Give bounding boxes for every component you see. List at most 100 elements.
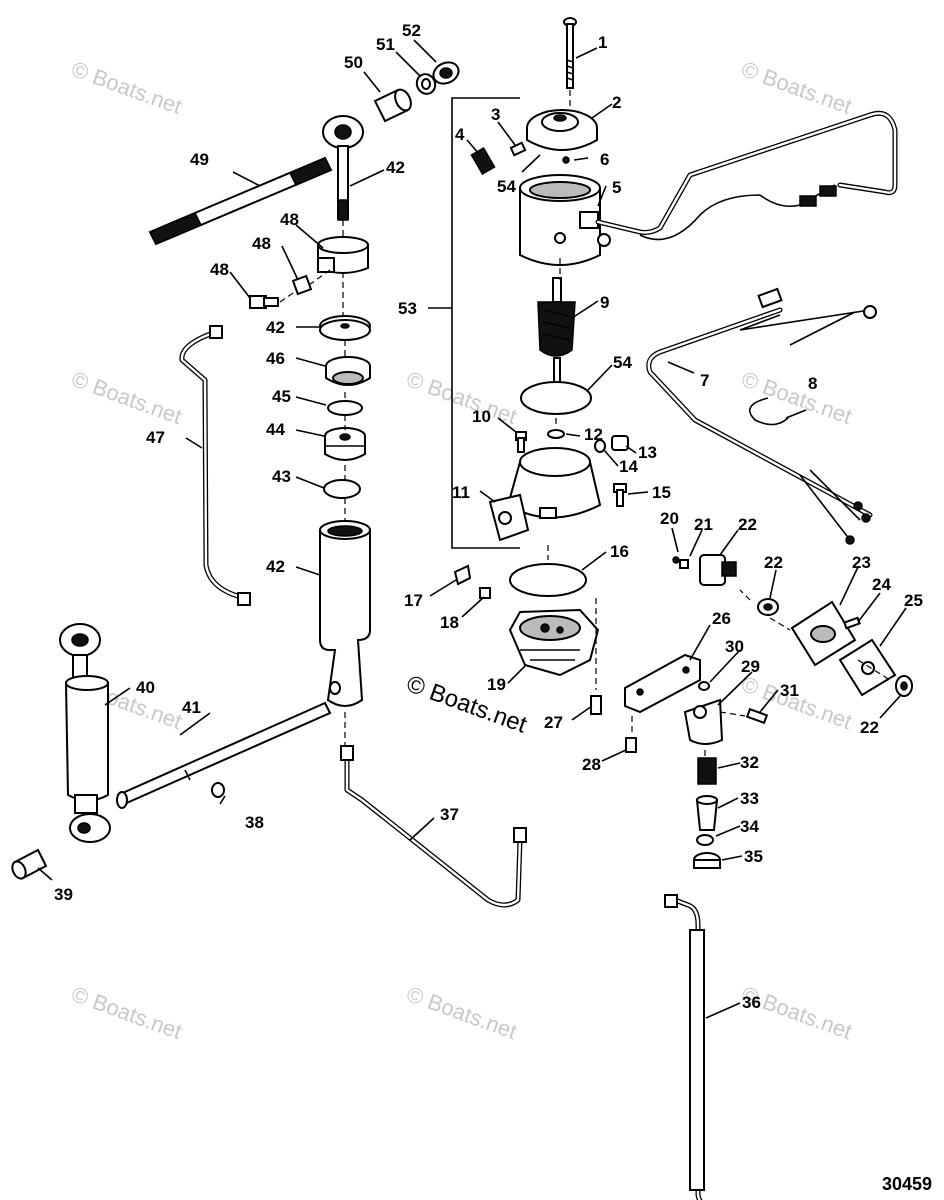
callout-16: 16	[610, 542, 629, 561]
plate-23	[790, 600, 857, 667]
callout-13: 13	[638, 443, 657, 462]
callout-32: 32	[740, 753, 759, 772]
o-ring-14	[594, 439, 606, 453]
pump-19	[508, 608, 600, 677]
piston-46	[325, 356, 371, 386]
shaft-41	[116, 701, 332, 809]
callout-33: 33	[740, 789, 759, 808]
watermark: © Boats.net	[68, 981, 185, 1044]
callout-54: 54	[613, 353, 632, 372]
axis-left	[342, 220, 346, 745]
callout-51: 51	[376, 35, 395, 54]
callout-11: 11	[452, 483, 470, 502]
callout-22-a: 22	[738, 515, 757, 534]
washer-51	[415, 73, 437, 95]
callout-22-b: 22	[764, 553, 783, 572]
callout-48-b: 48	[252, 234, 271, 253]
screw-10	[515, 431, 527, 453]
pump-motor-assembly	[453, 17, 629, 715]
eye-rod-42	[322, 115, 364, 221]
callout-15: 15	[652, 483, 671, 502]
callout-14: 14	[619, 457, 638, 476]
bracket-26	[624, 653, 701, 714]
callout-40: 40	[136, 678, 155, 697]
cylinder-42	[319, 520, 371, 707]
callout-12: 12	[584, 425, 603, 444]
screw-18	[479, 587, 491, 599]
hydraulic-line-37	[340, 745, 527, 908]
callout-42-mid: 42	[266, 318, 285, 337]
bushing-50	[373, 88, 412, 123]
nut-22	[757, 598, 779, 616]
screw-15	[613, 483, 627, 507]
watermark: © Boats.net	[738, 56, 855, 119]
callout-41: 41	[182, 698, 201, 717]
callout-30: 30	[725, 637, 744, 656]
screw-24	[843, 616, 861, 630]
bracket-53	[451, 97, 520, 549]
callout-10: 10	[472, 407, 491, 426]
callout-44: 44	[266, 420, 285, 439]
callout-17: 17	[404, 591, 423, 610]
screw-28	[625, 737, 637, 753]
o-ring-34	[696, 834, 714, 846]
callout-37: 37	[440, 805, 459, 824]
piston-44	[324, 427, 366, 461]
threaded-rod-49	[148, 156, 333, 246]
end-cap-2	[526, 109, 598, 151]
clamp-48	[317, 236, 369, 274]
callout-9: 9	[600, 293, 609, 312]
bolt-48	[249, 295, 279, 309]
axis-center	[547, 90, 597, 690]
callout-21: 21	[694, 515, 713, 534]
plate-25	[838, 638, 897, 697]
callout-52: 52	[402, 21, 421, 40]
shock-absorber-40	[59, 623, 111, 843]
callout-26: 26	[712, 609, 731, 628]
relief-valve-assembly	[624, 554, 913, 869]
callout-20: 20	[660, 509, 679, 528]
plug-13	[611, 435, 629, 451]
ball-20	[672, 556, 680, 564]
reference-number: 30459	[882, 1174, 932, 1194]
callout-18: 18	[440, 613, 459, 632]
o-ring-45	[327, 400, 363, 416]
trim-cylinder-assembly	[148, 61, 460, 745]
callout-46: 46	[266, 349, 285, 368]
clip-8	[749, 397, 789, 426]
washer-30	[698, 681, 710, 691]
callout-39: 39	[54, 885, 73, 904]
leader-lines	[37, 39, 907, 1019]
bolt-1	[563, 17, 577, 89]
watermarks: © Boats.net © Boats.net © Boats.net © Bo…	[68, 56, 855, 1044]
callout-2: 2	[612, 93, 621, 112]
callout-27: 27	[544, 713, 563, 732]
callout-22-c: 22	[860, 718, 879, 737]
motor-frame-5	[519, 174, 601, 266]
plug-35	[693, 852, 721, 869]
callout-3: 3	[491, 105, 500, 124]
callout-28: 28	[582, 755, 601, 774]
screw-31	[745, 707, 769, 725]
end-housing-11	[488, 447, 602, 542]
callout-54-top: 54	[497, 177, 516, 196]
nut-48	[291, 274, 313, 296]
ball-6	[562, 156, 570, 164]
callout-50: 50	[344, 53, 363, 72]
screw-27	[590, 695, 602, 715]
bushing-39	[11, 848, 48, 880]
valve-22	[699, 554, 737, 586]
callout-23: 23	[852, 553, 871, 572]
spring-32	[697, 757, 717, 785]
callout-38: 38	[245, 813, 264, 832]
callout-43: 43	[272, 467, 291, 486]
spring-4	[470, 146, 496, 176]
brush-3	[509, 141, 527, 157]
callout-labels: 1 2 3 4 5 6 54 9 54 53 7 8 10 12 13 14 1…	[54, 21, 923, 1012]
o-ring-16	[509, 563, 587, 597]
hydraulic-line-36	[664, 894, 705, 1200]
callout-48-c: 48	[210, 260, 229, 279]
callout-29: 29	[741, 657, 760, 676]
callout-8: 8	[808, 374, 817, 393]
